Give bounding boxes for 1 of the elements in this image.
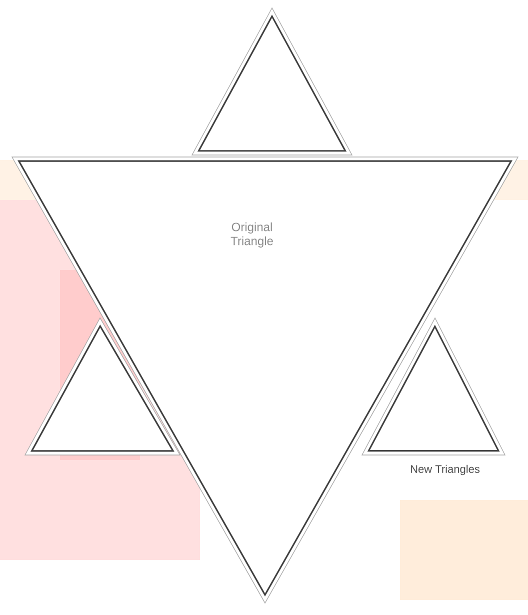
caption-text: New Triangles: [410, 464, 480, 476]
